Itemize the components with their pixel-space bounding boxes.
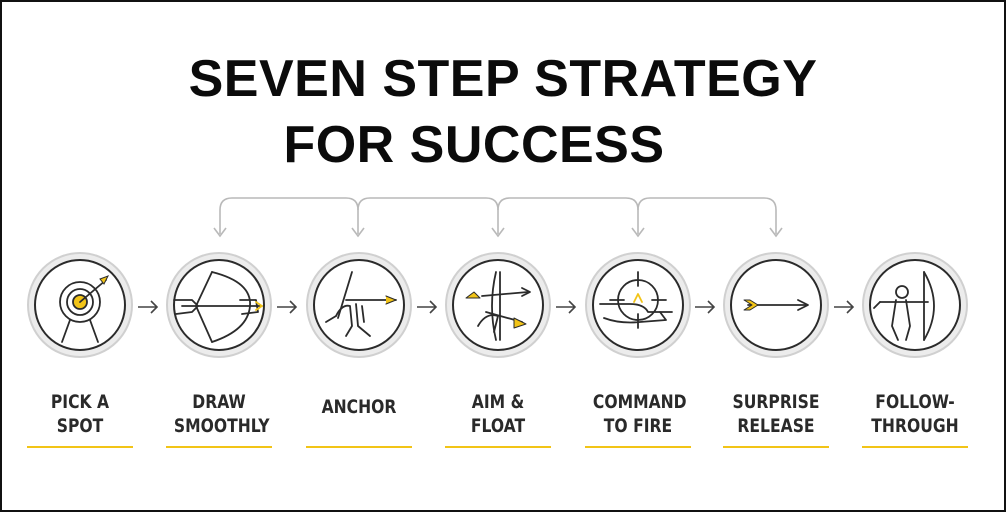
drawing-bow-icon	[173, 271, 263, 343]
aiming-bow-icon	[465, 271, 531, 341]
step-arrow-1-2	[138, 300, 159, 314]
step-2-label: DRAW SMOOTHLY	[173, 391, 270, 437]
step-4-underline	[445, 446, 551, 448]
target-with-arrow-icon	[59, 275, 110, 343]
step-arrow-6-7	[834, 300, 855, 314]
step-5-underline	[585, 446, 691, 448]
title-line-2: FOR SUCCESS	[283, 116, 665, 174]
title-line-1: SEVEN STEP STRATEGY	[188, 50, 818, 108]
step-3-circle	[306, 252, 412, 358]
step-7-circle	[862, 252, 968, 358]
flying-arrow-icon	[743, 299, 809, 311]
archer-follow-through-icon	[873, 271, 935, 341]
step-2-underline	[166, 446, 272, 448]
step-5-label: COMMAND TO FIRE	[592, 391, 687, 437]
step-7-label: FOLLOW- THROUGH	[871, 391, 959, 437]
step-1-underline	[27, 446, 133, 448]
step-arrow-4-5	[556, 300, 577, 314]
step-arrow-3-4	[417, 300, 438, 314]
step-7-underline	[862, 446, 968, 448]
anchor-hand-icon	[325, 271, 397, 337]
step-6-label: SURPRISE RELEASE	[732, 391, 820, 437]
crosshair-hand-icon	[599, 271, 673, 329]
step-6-underline	[723, 446, 829, 448]
step-4-circle	[445, 252, 551, 358]
step-arrows	[138, 300, 855, 314]
step-2-circle	[166, 252, 272, 358]
step-arrow-5-6	[695, 300, 716, 314]
step-1-label: PICK A SPOT	[50, 391, 110, 437]
feedback-connector	[213, 197, 783, 238]
step-arrow-2-3	[277, 300, 298, 314]
step-3-underline	[306, 446, 412, 448]
step-3-label: ANCHOR	[321, 396, 397, 418]
diagram-title: SEVEN STEP STRATEGY FOR SUCCESS	[2, 46, 1004, 178]
step-4-label: AIM & FLOAT	[470, 391, 526, 437]
